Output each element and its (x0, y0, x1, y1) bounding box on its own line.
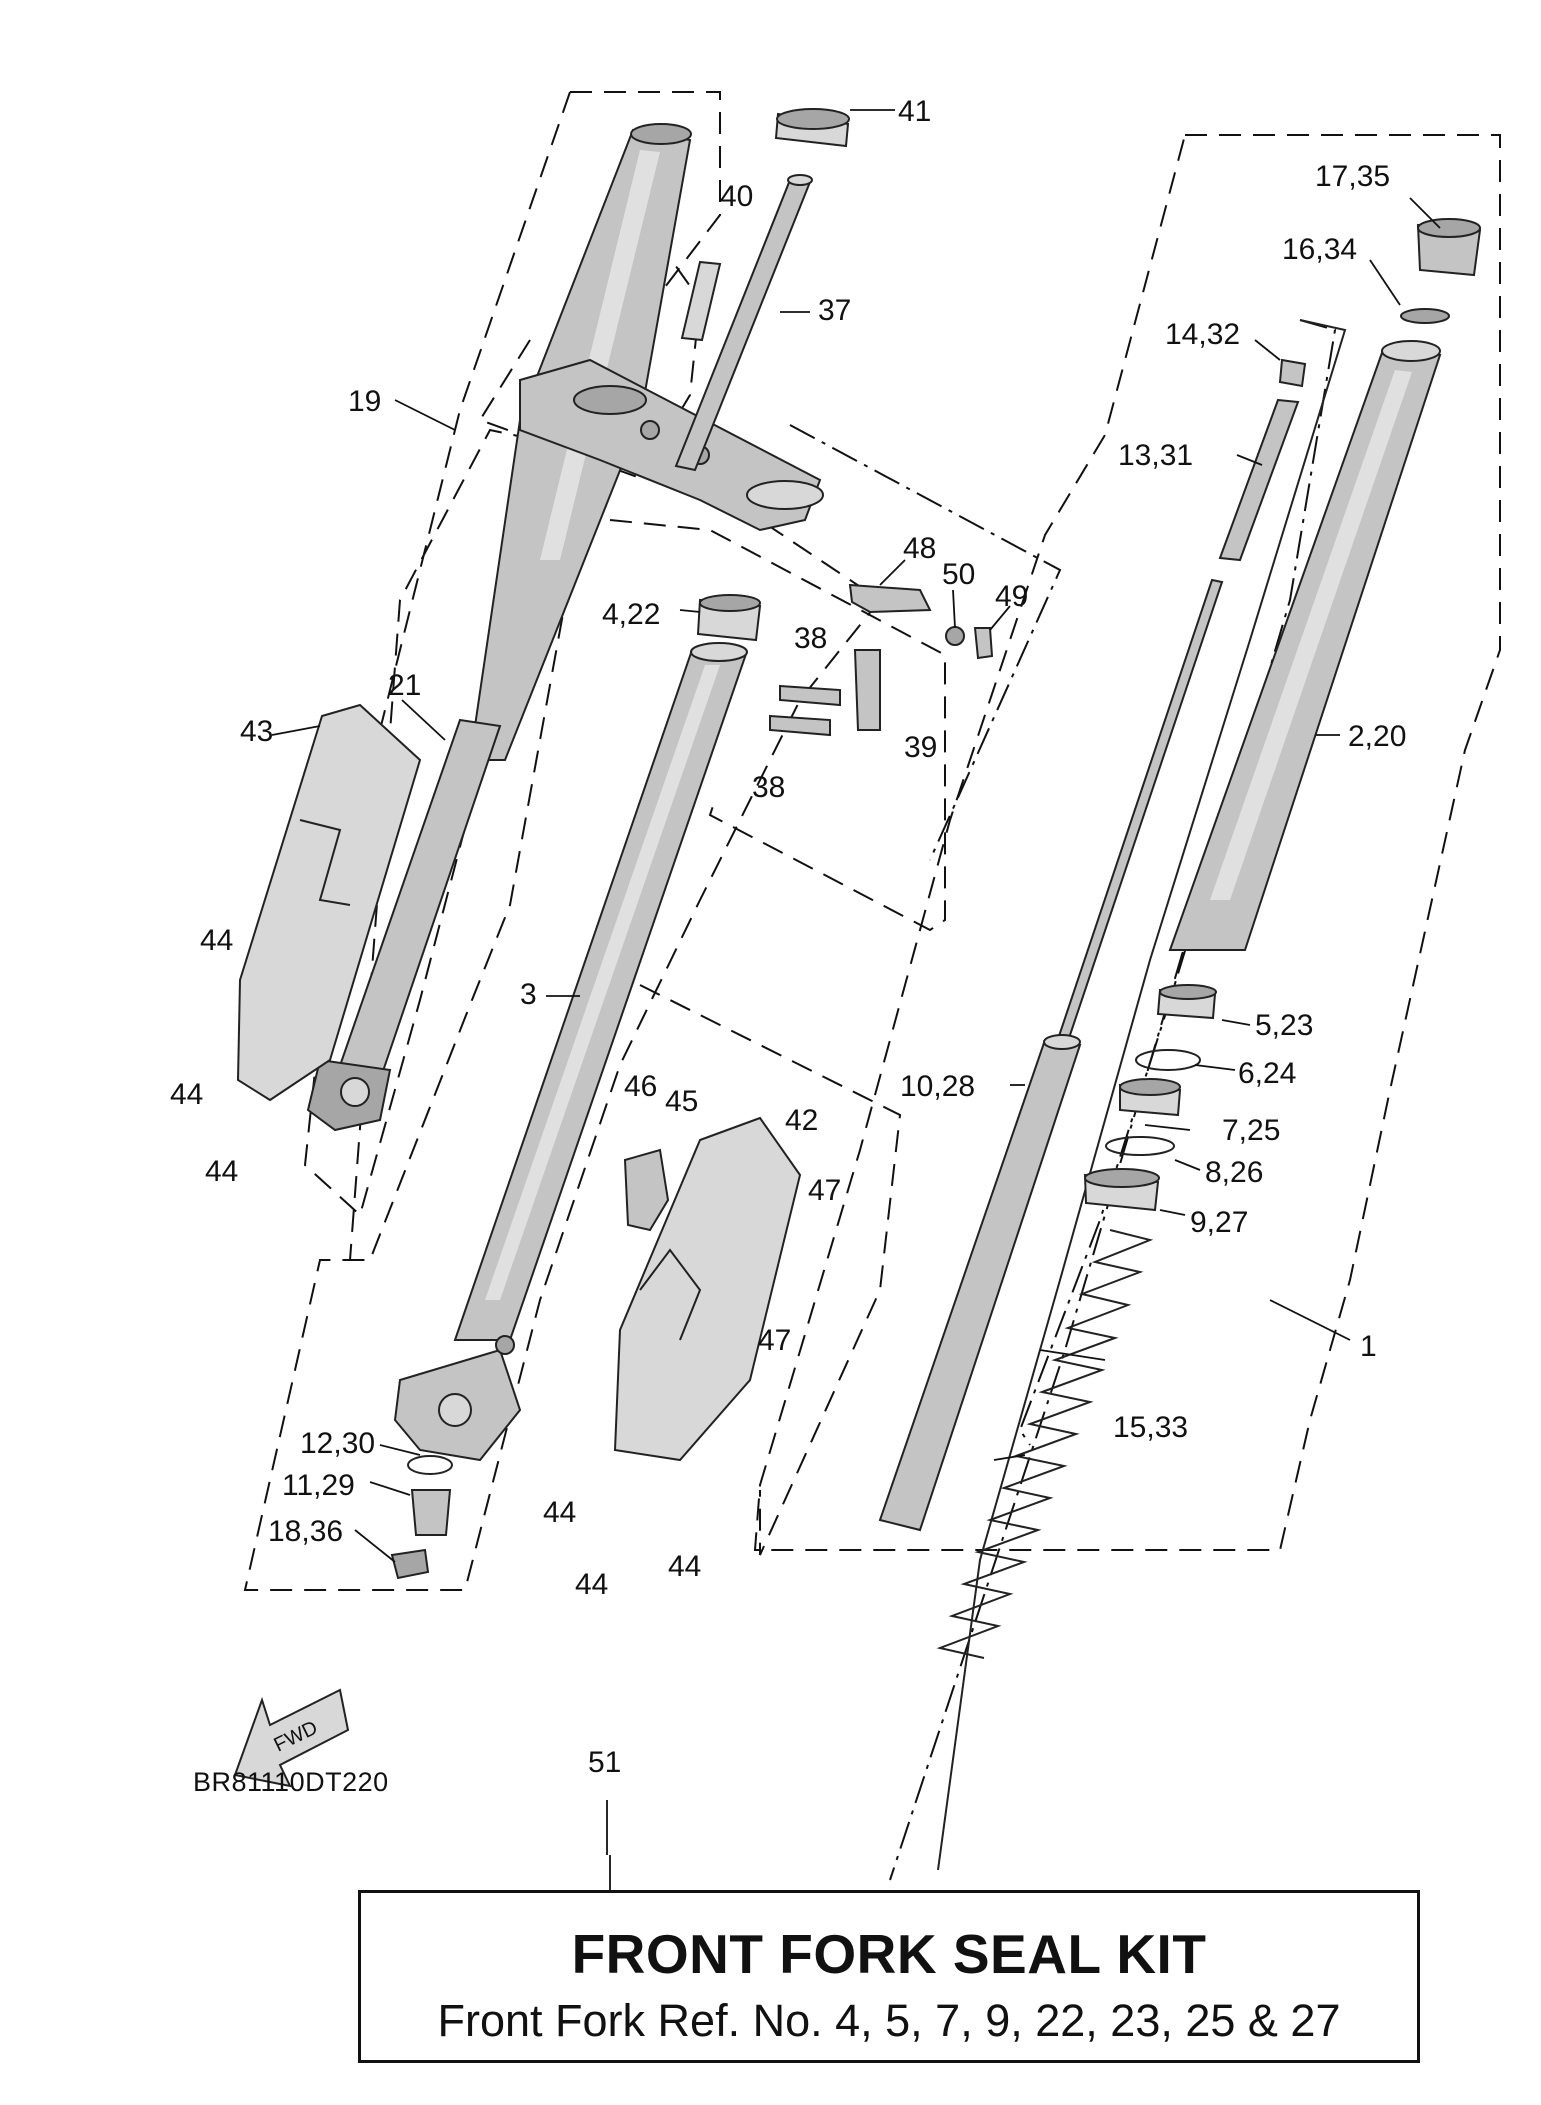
callout-46: 46 (624, 1070, 657, 1103)
callout-48: 48 (903, 532, 936, 565)
callout-44-d: 44 (543, 1496, 576, 1529)
bolt-49 (973, 627, 994, 660)
callout-19: 19 (348, 385, 381, 418)
callout-12-30: 12,30 (300, 1427, 375, 1460)
bottom-bolt-parts (390, 1455, 453, 1580)
callout-44-f: 44 (668, 1550, 701, 1583)
callout-43: 43 (240, 715, 273, 748)
callout-13-31: 13,31 (1118, 439, 1193, 472)
callout-50: 50 (942, 558, 975, 591)
callout-18-36: 18,36 (268, 1515, 343, 1548)
clip-39 (853, 649, 881, 731)
callout-7-25: 7,25 (1222, 1114, 1280, 1147)
seal-7 (1119, 1078, 1182, 1117)
damper-rod (1053, 578, 1224, 1052)
fork-guard-right (613, 1116, 802, 1462)
piston-rod-sleeve-13 (1218, 398, 1300, 562)
callout-9-27: 9,27 (1190, 1206, 1248, 1239)
callout-38-bottom: 38 (752, 771, 785, 804)
callout-1: 1 (1360, 1330, 1377, 1363)
callout-42: 42 (785, 1104, 818, 1137)
upper-bushing (696, 594, 762, 642)
triple-clamp (519, 358, 824, 532)
callout-37: 37 (818, 294, 851, 327)
inner-tube (453, 642, 748, 1341)
callout-49: 49 (995, 580, 1028, 613)
nut-14 (1278, 358, 1307, 388)
axle-bracket (393, 1335, 522, 1462)
dust-seal-9 (1083, 1168, 1160, 1212)
callout-14-32: 14,32 (1165, 318, 1240, 351)
callout-21: 21 (388, 669, 421, 702)
callout-10-28: 10,28 (900, 1070, 975, 1103)
callout-44-b: 44 (170, 1078, 203, 1111)
clamp-bracket-48 (848, 583, 932, 614)
steering-shaft-sleeve (680, 260, 722, 342)
damper-reference-line (1018, 319, 1337, 1446)
callout-39: 39 (904, 731, 937, 764)
callout-41: 41 (898, 95, 931, 128)
seal-kit-subtitle: Front Fork Ref. No. 4, 5, 7, 9, 22, 23, … (437, 1995, 1341, 2046)
callout-2-20: 2,20 (1348, 720, 1406, 753)
fork-guard-left (236, 703, 422, 1102)
fork-spring (936, 1229, 1154, 1659)
leader-lines (271, 109, 1441, 1890)
damper-body-10 (878, 1034, 1082, 1532)
guard-clip (623, 1148, 670, 1232)
lower-fork-leg-left (306, 718, 502, 1132)
callout-3: 3 (520, 978, 537, 1011)
bolt-50 (945, 626, 965, 646)
callout-5-23: 5,23 (1255, 1009, 1313, 1042)
callout-51: 51 (588, 1746, 621, 1779)
bolts-38 (769, 684, 841, 737)
callout-16-34: 16,34 (1282, 233, 1357, 266)
callout-44-c: 44 (205, 1155, 238, 1188)
callout-45: 45 (665, 1085, 698, 1118)
callout-4-22: 4,22 (602, 598, 660, 631)
cylinder (1168, 340, 1442, 951)
steering-stem (674, 174, 813, 472)
cap-bolt (1416, 218, 1482, 277)
callout-6-24: 6,24 (1238, 1057, 1296, 1090)
forward-direction-arrow: FWD (233, 1688, 350, 1788)
clamp-group-outline (609, 519, 946, 932)
callout-47-bottom: 47 (758, 1324, 791, 1357)
clamp-reference-line (789, 424, 1062, 861)
upper-left-guard-outline (478, 227, 702, 480)
callout-40: 40 (720, 180, 753, 213)
seal-5 (1156, 984, 1217, 1020)
ring-8 (1105, 1136, 1175, 1156)
ring-6 (1135, 1049, 1201, 1071)
callout-labels: 41 40 37 19 17,35 16,34 14,32 13,31 48 5… (170, 95, 1406, 1797)
callout-44-a: 44 (200, 924, 233, 957)
diagram-reference-code: BR81110DT220 (193, 1767, 389, 1797)
callout-38-top: 38 (794, 622, 827, 655)
spring-reference-line (889, 859, 1211, 1881)
callout-17-35: 17,35 (1315, 160, 1390, 193)
callout-8-26: 8,26 (1205, 1156, 1263, 1189)
o-ring-16 (1400, 308, 1450, 324)
stem-bearing (774, 108, 850, 148)
callout-11-29: 11,29 (282, 1469, 355, 1502)
seal-kit-box: FRONT FORK SEAL KIT Front Fork Ref. No. … (358, 1890, 1420, 2063)
callout-15-33: 15,33 (1113, 1411, 1188, 1444)
seal-kit-title: FRONT FORK SEAL KIT (571, 1923, 1207, 1985)
cartridge-outline (937, 319, 1347, 1871)
callout-47-top: 47 (808, 1174, 841, 1207)
callout-44-e: 44 (575, 1568, 608, 1601)
